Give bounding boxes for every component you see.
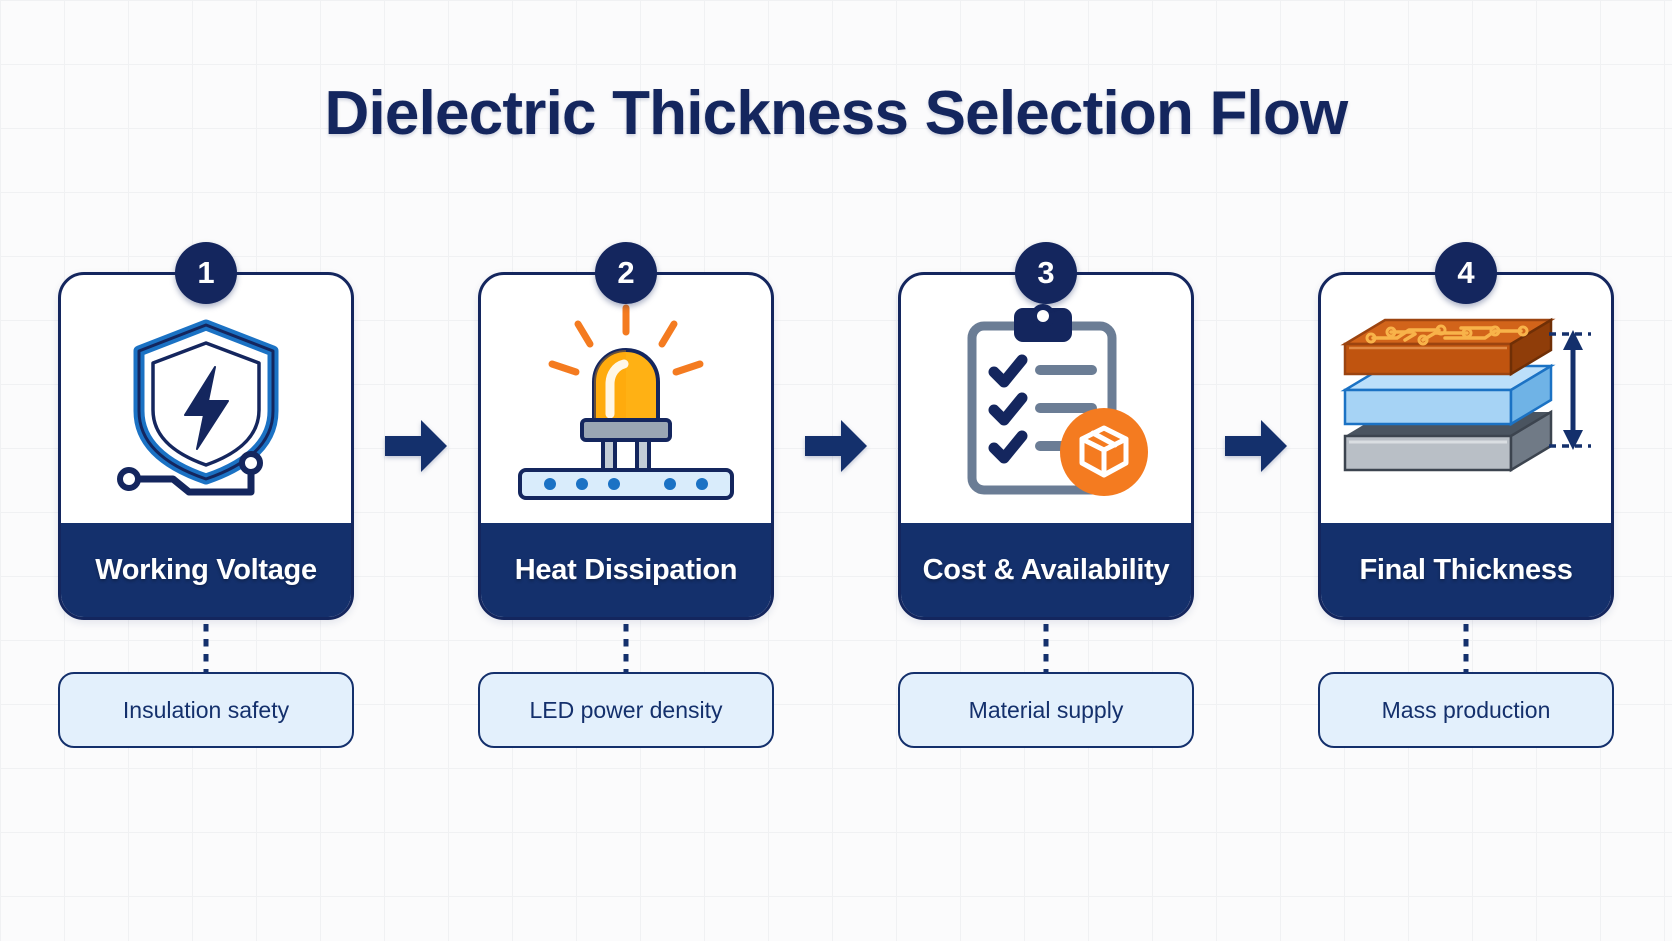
- step-label: Heat Dissipation: [514, 553, 738, 586]
- step-card-final-thickness[interactable]: Final Thickness: [1318, 272, 1614, 620]
- step-number: 1: [197, 255, 215, 290]
- flow-arrow-1-to-2: [354, 272, 478, 620]
- dotted-connector: [203, 624, 209, 678]
- flow-arrow-3-to-4: [1194, 272, 1318, 620]
- step-number: 2: [617, 255, 635, 290]
- dotted-connector: [1043, 624, 1049, 678]
- step-number: 3: [1037, 255, 1055, 290]
- step-sub-label: Insulation safety: [122, 696, 290, 723]
- right-arrow-icon: [1225, 420, 1287, 472]
- shield-bolt-circuit-icon: [117, 319, 279, 496]
- step-number-badge: 2: [595, 242, 657, 304]
- step-number-badge: 1: [175, 242, 237, 304]
- step-card-working-voltage[interactable]: Working Voltage: [58, 272, 354, 620]
- step-number-badge: 4: [1435, 242, 1497, 304]
- dotted-connector: [623, 624, 629, 678]
- thickness-dimension-arrow: [1549, 330, 1591, 450]
- step-number-badge: 3: [1015, 242, 1077, 304]
- flow-step-3: Cost & Availability 3 Material supply: [898, 242, 1194, 748]
- step-sub-card[interactable]: Insulation safety: [58, 672, 354, 748]
- dotted-connector: [1463, 624, 1469, 678]
- step-icon-area: [1321, 275, 1611, 529]
- step-card-heat-dissipation[interactable]: Heat Dissipation: [478, 272, 774, 620]
- process-flow: Working Voltage 1 Insulation safety: [58, 242, 1614, 748]
- step-banner: Heat Dissipation: [481, 523, 771, 617]
- flow-arrow-2-to-3: [774, 272, 898, 620]
- step-card-cost-availability[interactable]: Cost & Availability: [898, 272, 1194, 620]
- step-icon-area: [61, 275, 351, 529]
- step-icon-area: [901, 275, 1191, 529]
- step-sub-label: LED power density: [529, 696, 723, 723]
- step-icon-area: [481, 275, 771, 529]
- step-sub-label: Material supply: [968, 696, 1124, 723]
- page-title: Dielectric Thickness Selection Flow: [324, 79, 1349, 148]
- flow-step-2: Heat Dissipation 2 LED power density: [478, 242, 774, 748]
- copper-trace-layer: [1340, 317, 1556, 377]
- clipboard-checklist-package-icon: [967, 303, 1148, 496]
- step-number: 4: [1457, 255, 1475, 290]
- step-label: Cost & Availability: [922, 553, 1170, 586]
- step-banner: Cost & Availability: [901, 523, 1191, 617]
- glowing-led-on-pcb-icon: [518, 304, 734, 500]
- step-banner: Final Thickness: [1321, 523, 1611, 617]
- step-label: Working Voltage: [95, 553, 317, 586]
- step-sub-label: Mass production: [1381, 696, 1551, 723]
- step-banner: Working Voltage: [61, 523, 351, 617]
- step-sub-card[interactable]: Mass production: [1318, 672, 1614, 748]
- step-label: Final Thickness: [1359, 553, 1573, 586]
- flow-step-1: Working Voltage 1 Insulation safety: [58, 242, 354, 748]
- right-arrow-icon: [805, 420, 867, 472]
- step-sub-card[interactable]: Material supply: [898, 672, 1194, 748]
- pcb-layer-stack-dimension-icon: [1340, 317, 1591, 473]
- flow-step-4: Final Thickness 4 Mass production: [1318, 242, 1614, 748]
- step-sub-card[interactable]: LED power density: [478, 672, 774, 748]
- right-arrow-icon: [385, 420, 447, 472]
